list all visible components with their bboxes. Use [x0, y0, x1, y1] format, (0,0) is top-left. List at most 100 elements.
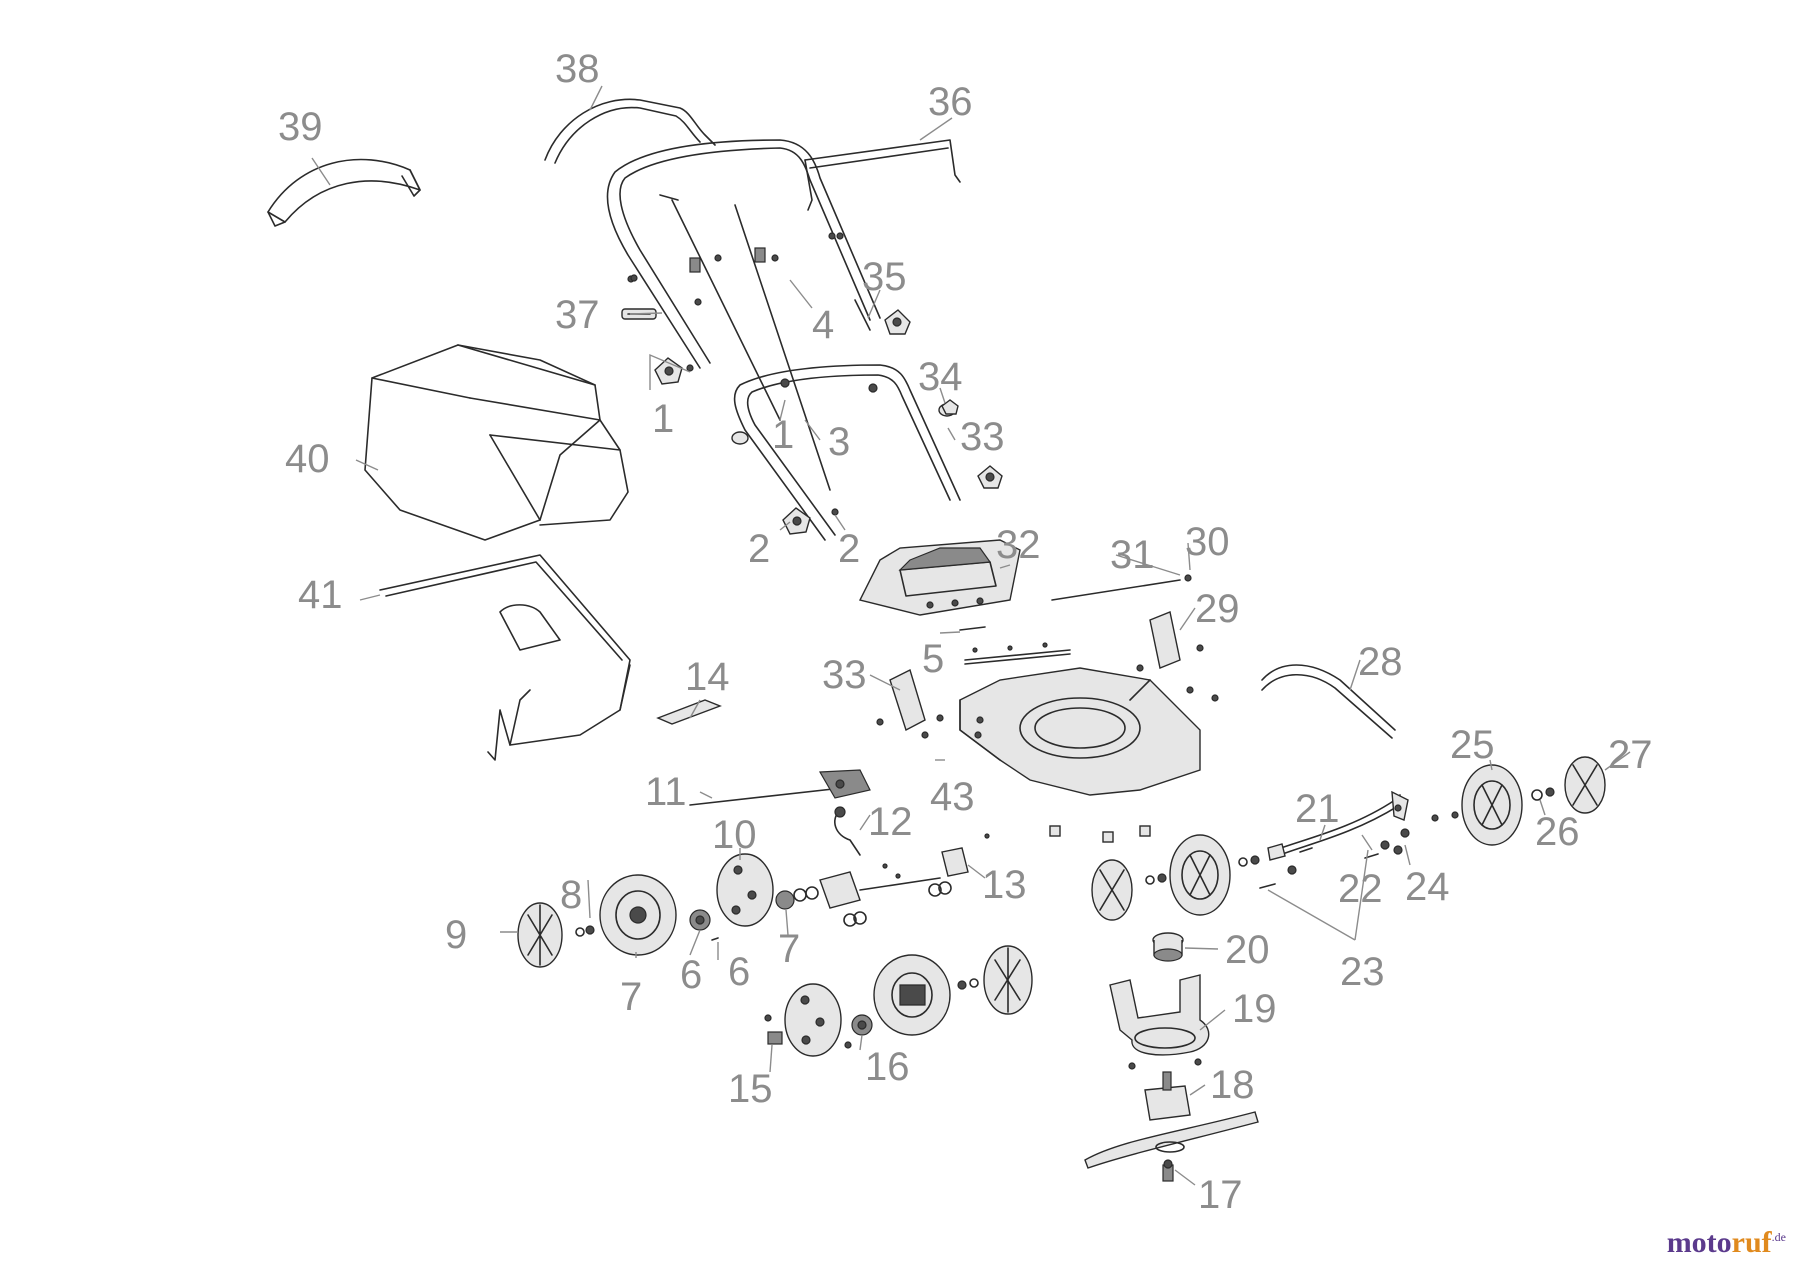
- part-bolt-38: [828, 232, 871, 331]
- callout-36: 33: [960, 415, 1005, 459]
- leader-lines: [311, 85, 1631, 1186]
- callout-11: 9: [445, 913, 467, 957]
- part-drive-shaft: [689, 769, 871, 806]
- callout-37: 34: [918, 355, 963, 399]
- callout-41: 38: [555, 47, 600, 91]
- callout-26: 24: [1405, 865, 1450, 909]
- callout-34: 32: [996, 523, 1041, 567]
- callout-43: 40: [285, 437, 330, 481]
- callout-24: 22: [1338, 867, 1383, 911]
- callout-29: 27: [1608, 733, 1653, 777]
- part-deck-screws: [1049, 825, 1151, 843]
- callout-9: 7: [620, 975, 642, 1019]
- part-fan-21: [1109, 974, 1210, 1056]
- part-knob-lower-right: [977, 465, 1003, 489]
- callout-6: 6: [728, 950, 750, 994]
- watermark-name-a: moto: [1666, 1226, 1732, 1259]
- part-pin-6: [711, 937, 719, 941]
- callout-33: 31: [1110, 533, 1155, 577]
- callout-8: 6: [680, 953, 702, 997]
- callout-39: 36: [928, 80, 973, 124]
- part-handle-grip-foam: [267, 158, 421, 227]
- watermark-name-b: ruf: [1731, 1226, 1772, 1259]
- part-hubcap-front-right: [957, 945, 1033, 1015]
- part-lower-handle: [731, 364, 961, 541]
- part-rear-axle-bar: [1261, 664, 1396, 739]
- part-wheel-rear-right: [1461, 764, 1523, 846]
- part-gear-cover-rear: [784, 983, 842, 1057]
- callout-44: 41: [298, 573, 343, 617]
- part-knob-upper-right: [884, 309, 911, 335]
- callout-19: 17: [1198, 1173, 1243, 1217]
- callout-22: 20: [1225, 928, 1270, 972]
- part-clamp-40: [621, 274, 657, 320]
- callout-14: 12: [868, 800, 913, 844]
- callout-numbers: 39 38 36 37 35 4 1 34 33 1 3 40 2 2 32 3…: [278, 47, 1653, 1217]
- callout-13: 11: [645, 770, 687, 814]
- part-gear-8: [689, 909, 711, 931]
- part-rear-axle-23: [1259, 790, 1409, 889]
- callout-18: 16: [865, 1045, 910, 1089]
- part-grass-catcher-frame: [379, 554, 631, 761]
- callout-45: 43: [930, 775, 975, 819]
- callout-10: 8: [560, 873, 582, 917]
- callout-4: 4: [812, 303, 834, 347]
- part-main-handle: [606, 139, 881, 491]
- watermark-suffix: .de: [1771, 1230, 1786, 1244]
- part-gear-cover: [716, 853, 774, 927]
- part-grass-catcher-bag: [364, 344, 629, 541]
- part-knob-lower-left: [782, 507, 839, 535]
- part-bolt-28: [1531, 787, 1555, 801]
- part-bracket-5: [959, 626, 986, 631]
- part-rear-axle-rod: [964, 642, 1071, 665]
- part-hubcap-front-left: [517, 902, 563, 968]
- part-mower-deck: [959, 667, 1201, 796]
- part-blade-holder-20: [1128, 1058, 1202, 1121]
- part-knob-37: [941, 399, 959, 415]
- callout-38: 35: [862, 255, 907, 299]
- part-knob-upper-left: [654, 357, 694, 385]
- callout-5: 5: [922, 637, 944, 681]
- callout-30: 28: [1358, 640, 1403, 684]
- callout-32: 30: [1185, 520, 1230, 564]
- part-hubcap-rear-left: [1091, 859, 1167, 921]
- part-blade-adapter-22: [1152, 932, 1184, 962]
- callout-15: 13: [982, 863, 1027, 907]
- callout-28: 26: [1535, 810, 1580, 854]
- part-bearing-7: [775, 886, 819, 910]
- part-side-bracket-left: [876, 669, 944, 739]
- part-wheel-rear-left: [1169, 834, 1260, 916]
- part-gear-cable: [834, 806, 861, 856]
- part-upper-handle-bar: [544, 98, 716, 164]
- callout-2b: 2: [838, 527, 860, 571]
- part-bushing-17: [764, 1014, 783, 1045]
- callout-3: 3: [828, 420, 850, 464]
- part-rear-cover: [858, 539, 1021, 616]
- callout-27: 25: [1450, 723, 1495, 767]
- callout-12: 10: [712, 813, 757, 857]
- callout-1a: 1: [652, 397, 674, 441]
- part-bolt-26: [1393, 828, 1410, 855]
- part-side-bracket-right: [1136, 611, 1219, 702]
- part-flap: [656, 699, 722, 725]
- part-wheel-front-left: [599, 874, 677, 956]
- part-bolt-10: [575, 925, 595, 937]
- callout-42: 39: [278, 105, 323, 149]
- part-brake-bar: [804, 139, 961, 211]
- part-blade-19: [1084, 1111, 1259, 1182]
- watermark-logo: motoruf.de: [1667, 1226, 1786, 1260]
- callout-7: 7: [778, 927, 800, 971]
- callout-1b: 1: [772, 413, 794, 457]
- callout-20: 18: [1210, 1063, 1255, 1107]
- callout-17: 15: [728, 1067, 773, 1111]
- part-spacer-rear: [1431, 811, 1459, 822]
- callout-35: 33: [822, 653, 867, 697]
- callout-2a: 2: [748, 527, 770, 571]
- part-gear-18: [844, 1014, 873, 1049]
- callout-25: 23: [1340, 950, 1385, 994]
- callout-21: 19: [1232, 987, 1277, 1031]
- callout-40: 37: [555, 293, 600, 337]
- callout-31: 29: [1195, 587, 1240, 631]
- part-hinge-rod: [1051, 574, 1192, 601]
